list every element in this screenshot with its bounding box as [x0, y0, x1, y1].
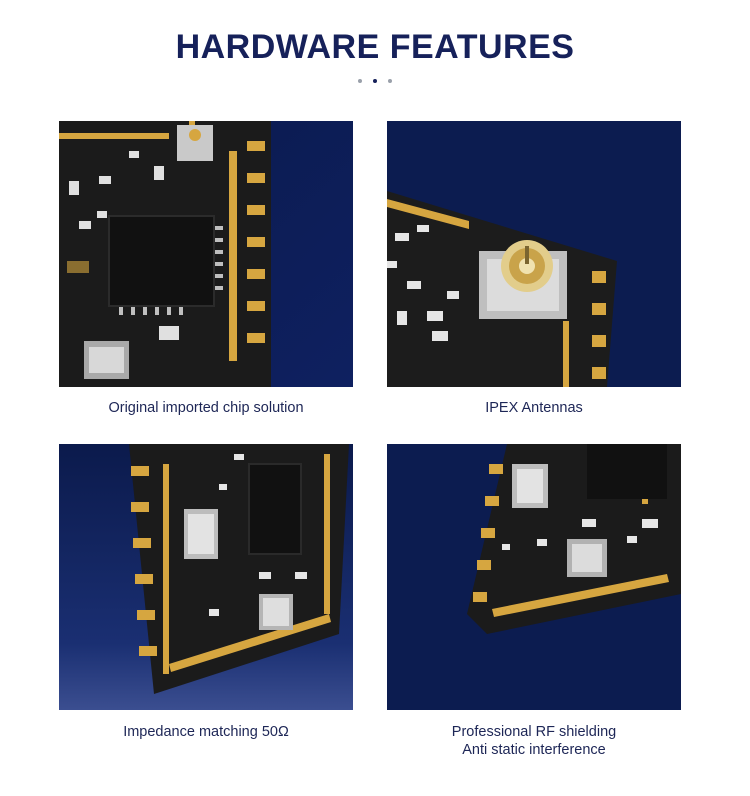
- feature-image-rf-shielding: [387, 444, 681, 710]
- feature-caption-line-1: Professional RF shielding: [451, 724, 617, 740]
- pager-dot-1[interactable]: [358, 79, 362, 83]
- feature-caption-rf-shielding: Professional RF shielding Anti static in…: [369, 723, 699, 759]
- feature-caption-line-2: Anti static interference: [462, 742, 606, 758]
- feature-caption-ipex: IPEX Antennas: [485, 400, 583, 416]
- feature-image-impedance: [59, 444, 353, 710]
- pager-dot-2-active[interactable]: [373, 79, 377, 83]
- carousel-pager: [0, 79, 750, 83]
- feature-caption-chip: Original imported chip solution: [108, 400, 304, 416]
- page-title: HARDWARE FEATURES: [175, 28, 575, 66]
- pager-dot-3[interactable]: [388, 79, 392, 83]
- feature-caption-impedance: Impedance matching 50Ω: [123, 724, 289, 740]
- feature-image-ipex: [387, 121, 681, 387]
- feature-image-chip: [59, 121, 353, 387]
